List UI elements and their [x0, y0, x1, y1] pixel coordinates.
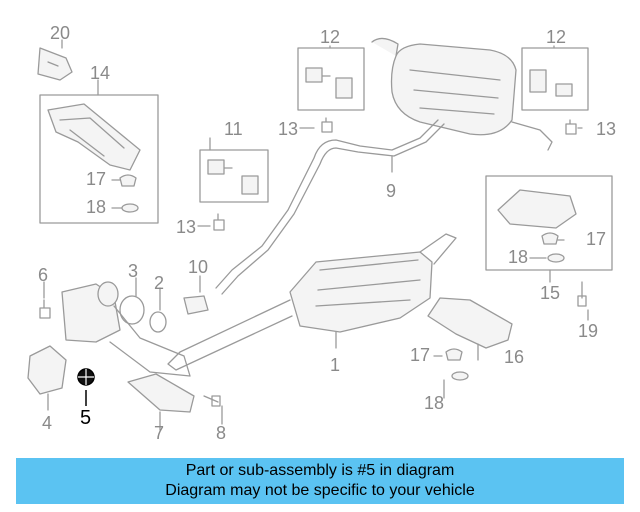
- callout-9: 9: [386, 181, 397, 201]
- rear-muffler: [371, 37, 517, 136]
- info-banner: Part or sub-assembly is #5 in diagram Di…: [16, 458, 624, 504]
- part-17-clip-c: [445, 348, 463, 361]
- callout-6: 6: [38, 265, 49, 285]
- part-17-clip-b: [541, 232, 559, 245]
- callout-17-c: 17: [410, 345, 431, 365]
- callout-14: 14: [90, 63, 111, 83]
- part-6-nut: [39, 299, 51, 319]
- callout-20: 20: [50, 23, 71, 43]
- part-9-pipe: [215, 119, 439, 289]
- part-11-hanger-b: [241, 175, 259, 195]
- callout-7: 7: [154, 423, 165, 443]
- part-19-bolt: [577, 281, 587, 307]
- part-13-bolt-a: [321, 117, 333, 133]
- part-7-flange: [127, 373, 195, 413]
- callout-19: 19: [578, 321, 599, 341]
- exhaust-parts-diagram: [27, 37, 613, 431]
- box-12-right: [521, 47, 589, 111]
- part-8-bolt: [203, 395, 221, 407]
- callout-18-c: 18: [424, 393, 445, 413]
- part-20-bracket: [37, 47, 73, 81]
- callout-17-a: 17: [86, 169, 107, 189]
- part-12-hanger-d: [555, 83, 573, 97]
- part-18-washer: [121, 203, 139, 213]
- box-12-left: [297, 47, 365, 111]
- part-16-shield: [427, 297, 513, 349]
- callout-12-right: 12: [546, 27, 567, 47]
- part-5-clamp-highlighted: [77, 368, 95, 406]
- callout-1: 1: [330, 355, 341, 375]
- part-18-washer-b: [547, 253, 565, 263]
- part-2-gasket: [149, 311, 167, 333]
- callout-2: 2: [154, 273, 165, 293]
- callout-11: 11: [224, 119, 243, 139]
- part-13-bolt-b: [565, 119, 577, 135]
- part-1-center-muffler: [289, 251, 433, 333]
- part-15-shield: [497, 189, 577, 229]
- callout-5-highlighted: 5: [80, 407, 92, 429]
- part-13-bolt-c: [213, 213, 225, 231]
- callout-10: 10: [188, 257, 209, 277]
- callout-16: 16: [504, 347, 525, 367]
- callout-3: 3: [128, 261, 139, 281]
- part-11-hanger-a: [207, 159, 233, 175]
- part-14-shield: [47, 103, 141, 171]
- callout-4: 4: [42, 413, 53, 433]
- part-3-clamp: [119, 295, 145, 325]
- banner-line-1: Part or sub-assembly is #5 in diagram: [185, 462, 455, 479]
- callout-18-b: 18: [508, 247, 529, 267]
- box-15: [485, 175, 613, 271]
- callout-12-left: 12: [320, 27, 341, 47]
- box-14: [39, 94, 159, 224]
- banner-line-2: Diagram may not be specific to your vehi…: [165, 482, 475, 499]
- part-12-hanger-c: [529, 69, 547, 93]
- callout-17-b: 17: [586, 229, 607, 249]
- callout-8: 8: [216, 423, 227, 443]
- part-12-hanger-b: [335, 77, 353, 99]
- callout-18-a: 18: [86, 197, 107, 217]
- part-17-clip: [119, 174, 137, 187]
- callout-13-c: 13: [176, 217, 197, 237]
- callout-13-b: 13: [596, 119, 617, 139]
- part-10-clamp: [183, 295, 209, 315]
- callout-13-a: 13: [278, 119, 299, 139]
- callout-15: 15: [540, 283, 561, 303]
- box-11: [199, 149, 269, 203]
- part-12-hanger-a: [305, 67, 331, 83]
- part-4-bracket: [27, 345, 67, 395]
- part-18-washer-c: [451, 371, 469, 381]
